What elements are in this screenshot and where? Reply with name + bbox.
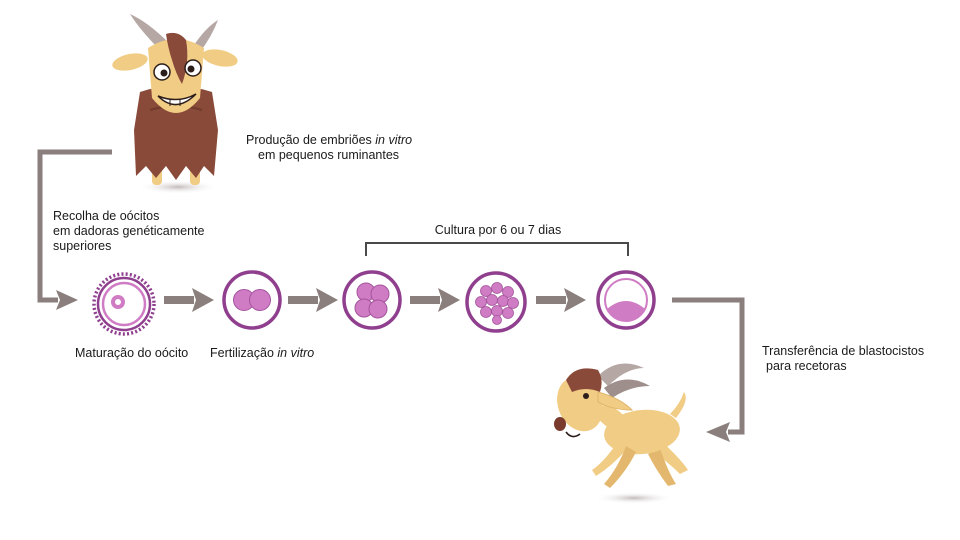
flow-arrows bbox=[37, 149, 745, 442]
donor-goat-illustration bbox=[112, 14, 238, 194]
fertilization-label: Fertilização in vitro bbox=[210, 346, 315, 360]
collection-line2: em dadoras genéticamente bbox=[53, 224, 205, 238]
arrow-morula-to-blastocyst bbox=[536, 288, 586, 312]
culture-bracket bbox=[365, 242, 629, 256]
arrow-head-recipient bbox=[706, 422, 730, 442]
process-title-line1: Produção de embriões in vitro bbox=[246, 133, 413, 147]
process-title-line2: em pequenos ruminantes bbox=[258, 148, 400, 162]
maturation-label: Maturação do oócito bbox=[75, 346, 189, 360]
collection-line3: superiores bbox=[53, 239, 112, 253]
four-cell-embryo-icon bbox=[342, 270, 402, 330]
arrow-fertilization-to-cleavage bbox=[288, 288, 338, 312]
arrow-head-maturation bbox=[56, 290, 78, 310]
transfer-label: Transferência de blastocistos para recet… bbox=[762, 344, 924, 374]
blastocyst-embryo-icon bbox=[596, 270, 656, 330]
transfer-line1: Transferência de blastocistos bbox=[762, 344, 925, 358]
arrow-maturation-to-fertilization bbox=[164, 288, 214, 312]
two-cell-embryo-icon bbox=[222, 270, 282, 330]
arrow-cleavage-to-morula bbox=[410, 288, 460, 312]
arrow-donor-to-maturation bbox=[37, 149, 112, 303]
process-title: Produção de embriões in vitro em pequeno… bbox=[246, 133, 412, 163]
morula-embryo-icon bbox=[465, 271, 527, 333]
oocyte-cell-icon bbox=[92, 272, 156, 336]
collection-line1: Recolha de oócitos bbox=[53, 209, 160, 223]
oocyte-collection-label: Recolha de oócitos em dadoras genéticame… bbox=[53, 209, 204, 254]
culture-duration-label: Cultura por 6 ou 7 dias bbox=[434, 223, 562, 237]
arrow-blastocyst-to-recipient bbox=[672, 297, 745, 435]
recipient-goat-illustration bbox=[554, 363, 688, 504]
transfer-line2: para recetoras bbox=[766, 359, 847, 373]
